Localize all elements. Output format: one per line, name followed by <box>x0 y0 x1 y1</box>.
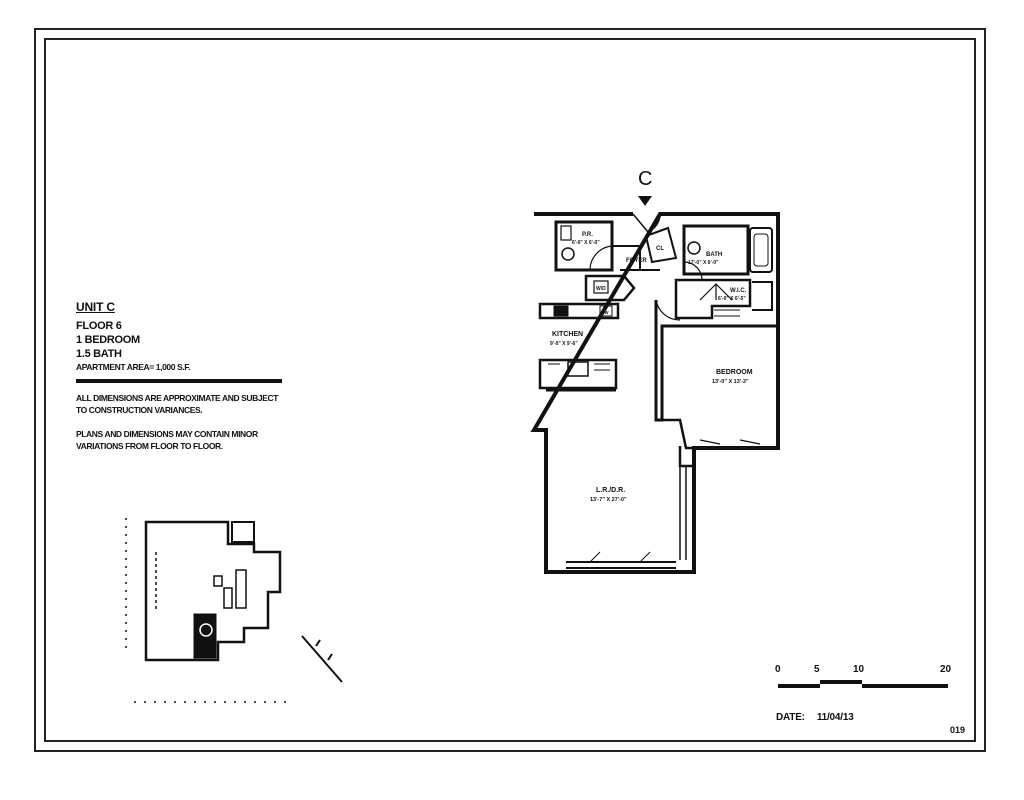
washer-box <box>593 280 609 294</box>
unit-title: UNIT C <box>76 300 115 314</box>
unit-marker-arrow <box>638 196 652 206</box>
closet-walls <box>644 226 678 264</box>
wic-shelf <box>752 281 773 311</box>
wic-rods <box>714 309 740 317</box>
bath-count: 1.5 BATH <box>76 348 122 360</box>
stove <box>567 361 589 377</box>
bedroom-wall <box>654 300 776 422</box>
bedroom-door <box>655 299 681 321</box>
outer-wall <box>530 212 780 574</box>
key-plan <box>125 518 343 703</box>
scale-tick-5: 5 <box>814 664 820 675</box>
scale-seg-3 <box>862 684 948 688</box>
core-box-b <box>223 587 233 609</box>
wd-label: W/D <box>596 286 606 292</box>
window-details <box>589 551 651 563</box>
kitchen-counter-top <box>538 302 620 320</box>
half-bath-label: P.R. <box>582 232 593 238</box>
floor-label: FLOOR 6 <box>76 320 122 332</box>
scale-bar <box>778 680 948 688</box>
apartment-area: APARTMENT AREA= 1,000 S.F. <box>76 362 191 372</box>
dishwasher <box>599 305 613 317</box>
wd-closet <box>584 274 636 302</box>
entry-door <box>632 213 661 233</box>
bedroom-closet <box>660 418 696 468</box>
toilet-fixture <box>561 247 575 261</box>
scale-tick-0: 0 <box>775 664 781 675</box>
room-labels: P.R. 6'-0" X 6'-0" FOYER CL W/D BATH 12'… <box>550 232 753 503</box>
counter-detail <box>548 363 610 371</box>
wic-dim: 6'-0" X 6'-5" <box>718 296 746 302</box>
north-arrow <box>301 635 343 683</box>
note-dimensions: ALL DIMENSIONS ARE APPROXIMATE AND SUBJE… <box>76 393 279 415</box>
living-window <box>566 561 676 569</box>
wic-door <box>699 283 733 301</box>
core-box-a <box>213 575 223 587</box>
scale-tick-20: 20 <box>940 664 952 675</box>
living-label: L.R./D.R. <box>596 487 625 494</box>
bath-walls <box>682 224 750 276</box>
core-box-c <box>235 569 247 609</box>
unit-marker-letter: C <box>638 168 653 190</box>
bedroom-label: BEDROOM <box>716 369 753 376</box>
foyer-label: FOYER <box>626 258 647 264</box>
kitchen-label: KITCHEN <box>552 331 583 338</box>
living-side-window <box>679 466 687 560</box>
page-number: 019 <box>950 725 966 735</box>
bathtub <box>749 227 773 273</box>
kitchen-dim: 9'-0" X 9'-6" <box>550 341 578 347</box>
half-bath-dim: 6'-0" X 6'-0" <box>572 240 600 246</box>
closet-label: CL <box>656 246 664 252</box>
half-bath-door <box>589 245 615 271</box>
building-footprint <box>144 520 282 662</box>
bedroom-window <box>699 439 761 445</box>
scale-seg-1 <box>778 684 820 688</box>
bath-door <box>683 261 703 281</box>
unit-info: UNIT C FLOOR 6 1 BEDROOM 1.5 BATH APARTM… <box>76 300 286 452</box>
dishwasher-label: DW <box>601 310 609 315</box>
footprint-notch <box>231 521 255 543</box>
bath-toilet <box>687 241 701 255</box>
note-variations: PLANS AND DIMENSIONS MAY CONTAIN MINOR V… <box>76 429 258 451</box>
wic-walls <box>674 278 752 320</box>
bedroom-count: 1 BEDROOM <box>76 334 140 346</box>
date-stamp: DATE: 11/04/13 <box>776 712 854 723</box>
date-label: DATE: <box>776 712 805 723</box>
floor-plan <box>530 212 780 574</box>
sink-fixture <box>560 225 572 241</box>
half-bath-walls <box>554 220 614 272</box>
kitchen-sink <box>553 305 569 317</box>
bedroom-dim: 13'-0" X 13'-3" <box>712 379 749 385</box>
unit-core-circle <box>199 623 213 637</box>
inner-border <box>44 38 976 742</box>
wic-label: W.I.C. <box>730 288 747 294</box>
scale-seg-2 <box>820 680 862 684</box>
bath-dim: 12'-0" X 6'-0" <box>688 260 719 266</box>
date-value: 11/04/13 <box>816 712 854 723</box>
bathtub-inner <box>753 233 769 267</box>
kitchen-counter-bottom <box>538 358 618 390</box>
living-dim: 13'-7" X 27'-0" <box>590 497 627 503</box>
scale-tick-10: 10 <box>853 664 865 675</box>
divider-rule <box>76 379 282 383</box>
foyer-walls <box>612 245 660 271</box>
outer-border <box>34 28 986 752</box>
bath-label: BATH <box>706 252 722 258</box>
